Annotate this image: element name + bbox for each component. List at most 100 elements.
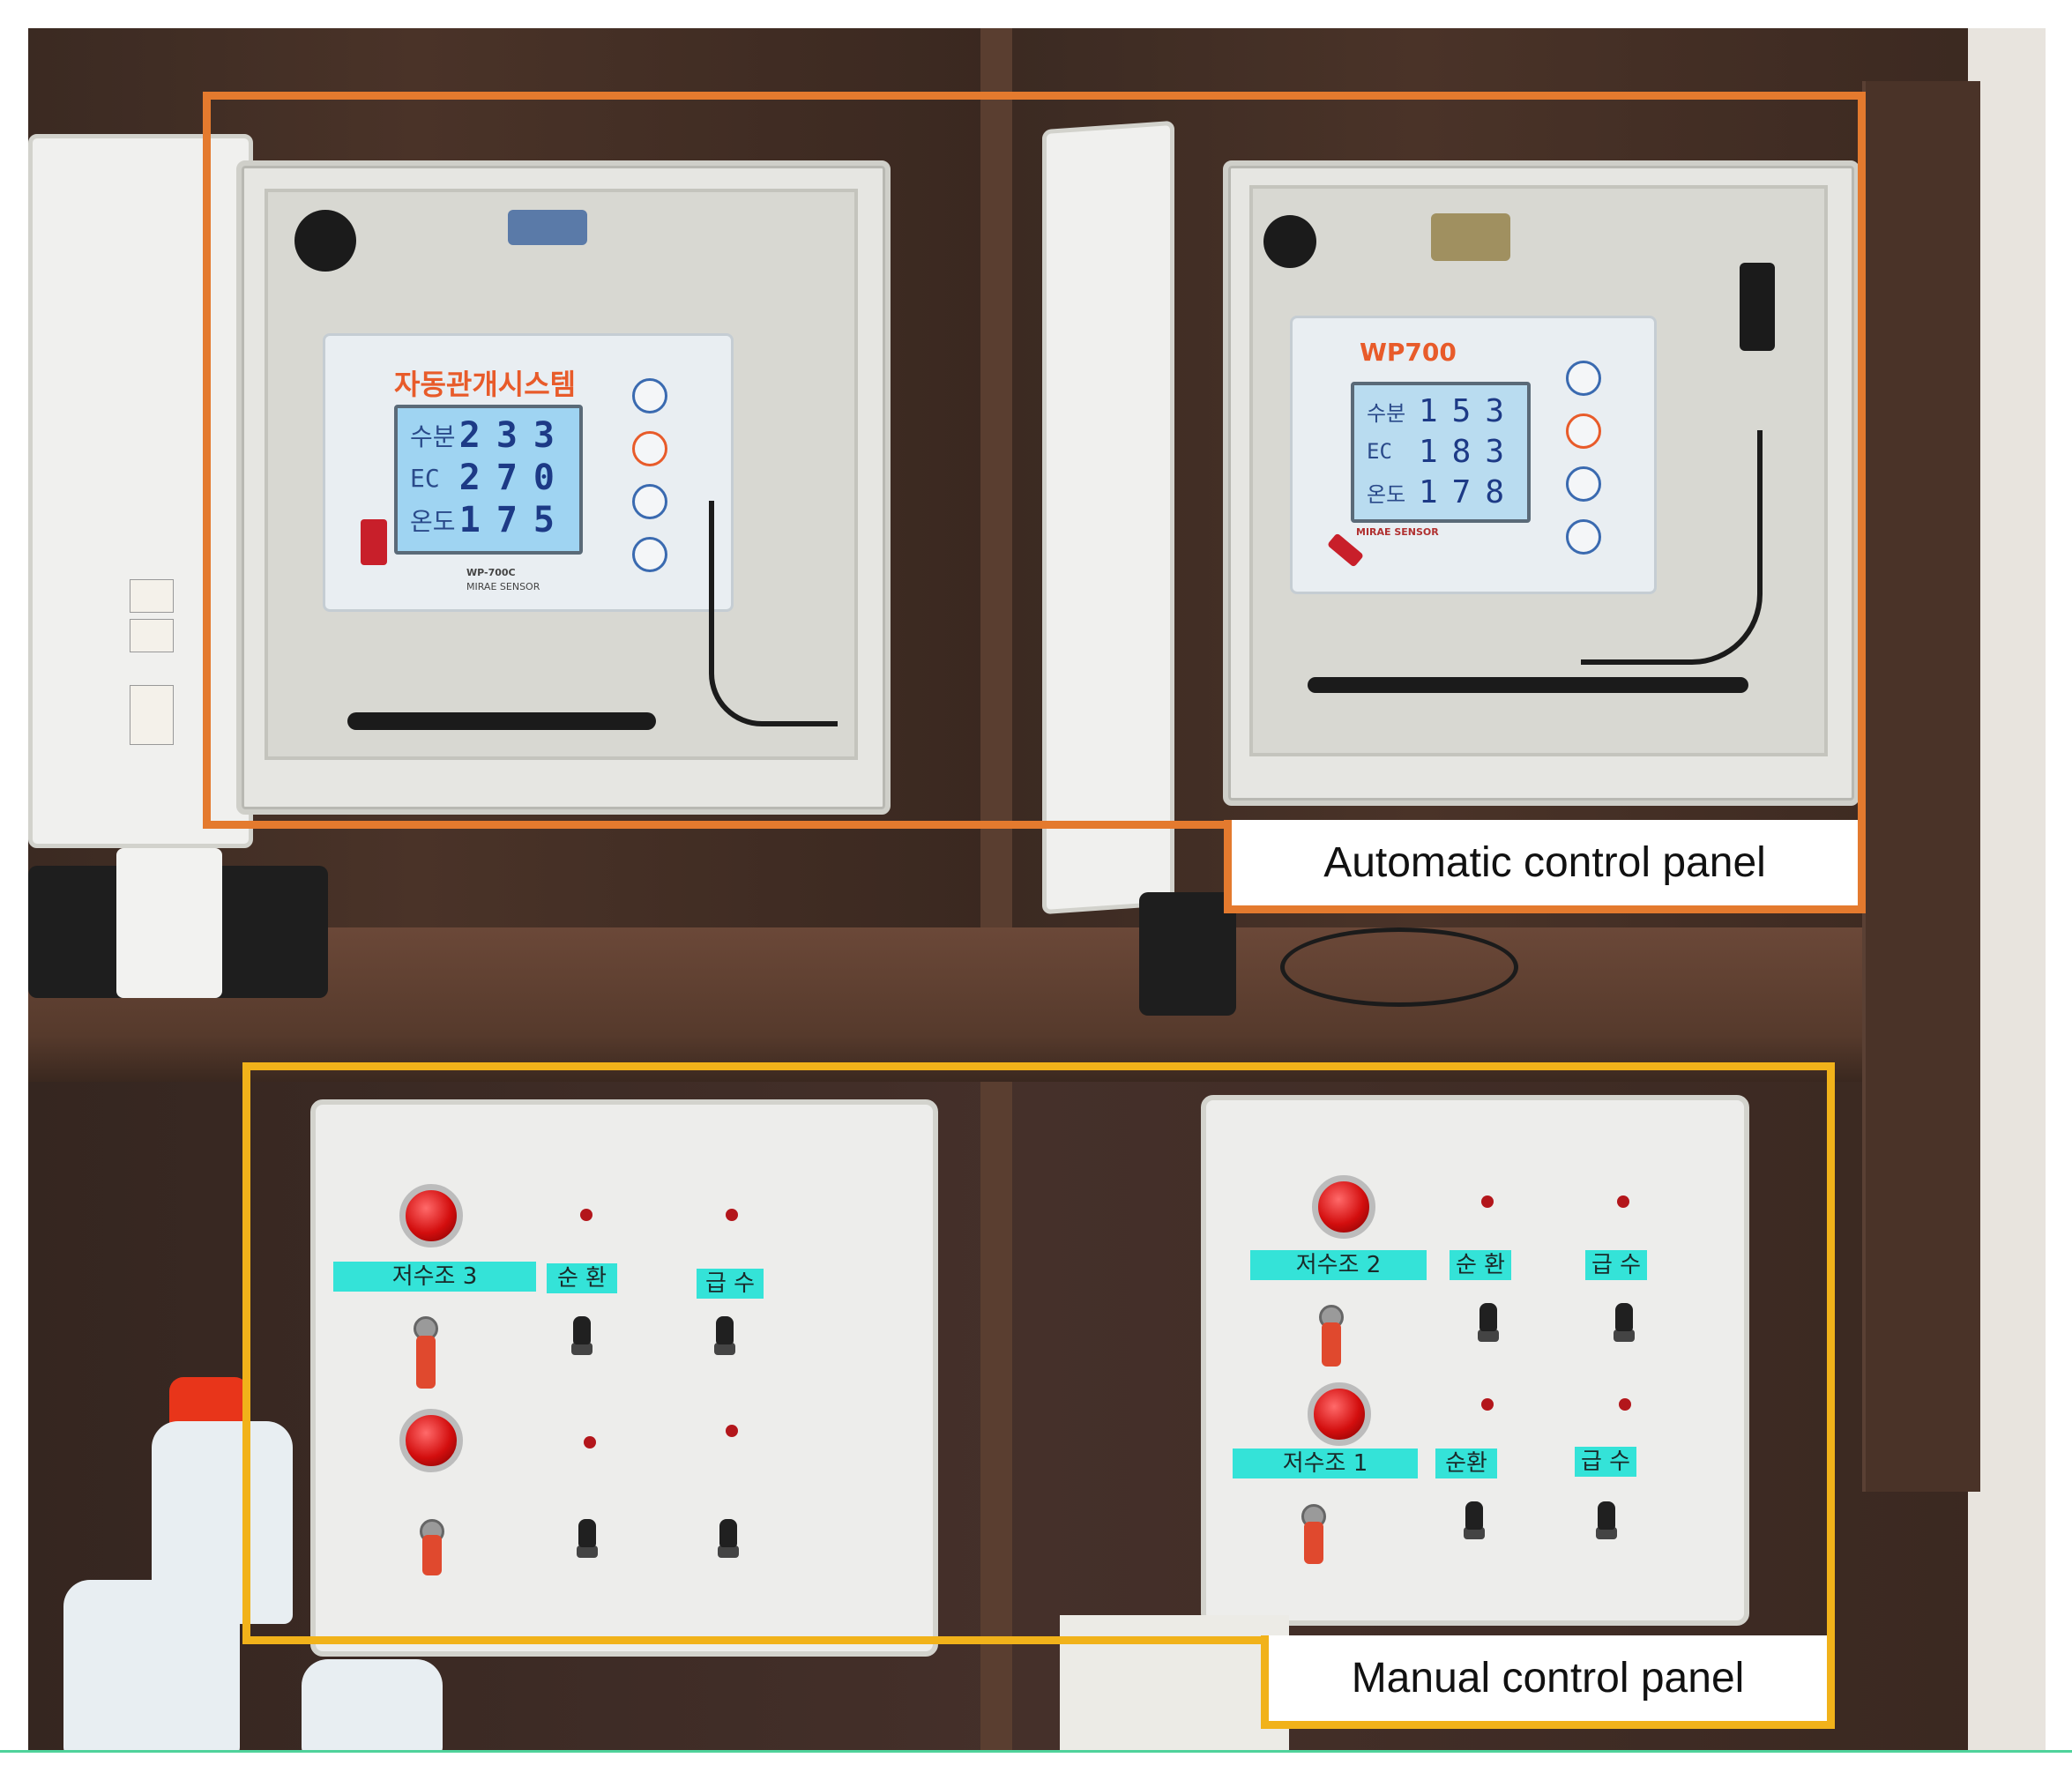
- supply-label: 급 수: [1575, 1447, 1636, 1477]
- reading-row: 수분 153: [1367, 391, 1518, 431]
- antenna: [294, 210, 356, 272]
- cabinet-door-edge: [1862, 81, 1980, 1492]
- power-adapter-white: [116, 848, 222, 998]
- toggle-base: [577, 1545, 598, 1558]
- controller-device-2: WP700 수분 153 EC 183 온도 178 MIRAE SENSO: [1290, 316, 1657, 594]
- toggle-base: [571, 1343, 593, 1355]
- coiled-cable: [1280, 927, 1518, 1007]
- reading-label: EC: [410, 463, 440, 493]
- automatic-enclosure-1: 자동관개시스템 수분 233 EC 270 온도 175 WP-700C: [236, 160, 891, 815]
- bottom-rule: [0, 1750, 2072, 1753]
- cable: [1581, 430, 1763, 665]
- reading-value: 153: [1418, 392, 1518, 429]
- reading-row: EC 183: [1367, 431, 1518, 472]
- reading-value: 270: [458, 458, 570, 498]
- circulation-toggle-switch[interactable]: [573, 1316, 591, 1344]
- status-led: [584, 1436, 596, 1449]
- wall-right: [1968, 28, 2046, 1752]
- down-button[interactable]: [1566, 519, 1601, 555]
- tank-label: 저수조 1: [1233, 1449, 1418, 1478]
- supply-toggle-switch[interactable]: [1598, 1501, 1615, 1530]
- cabinet-shelf: [28, 927, 1968, 1082]
- reading-value: 183: [1418, 433, 1518, 470]
- photo: 자동관개시스템 수분 233 EC 270 온도 175 WP-700C: [28, 28, 2046, 1752]
- supply-toggle-switch[interactable]: [719, 1519, 737, 1547]
- toggle-base: [1478, 1329, 1499, 1342]
- status-led: [1619, 1398, 1631, 1411]
- supply-toggle-switch[interactable]: [1615, 1303, 1633, 1331]
- device-brand: WP700: [1360, 338, 1457, 367]
- circulation-label: 순 환: [547, 1263, 617, 1293]
- circulation-label: 순 환: [1450, 1250, 1511, 1280]
- supply-toggle-switch[interactable]: [716, 1316, 734, 1344]
- usb-stick: [361, 519, 387, 565]
- indicator-lamp: [399, 1184, 463, 1247]
- tank-toggle-switch[interactable]: [1304, 1522, 1323, 1564]
- connector-block: [1431, 213, 1510, 261]
- status-led: [726, 1209, 738, 1221]
- enclosure-lid-left: [28, 134, 253, 848]
- device-maker: MIRAE SENSOR: [466, 581, 540, 592]
- reading-value: 175: [458, 500, 570, 540]
- status-led: [726, 1425, 738, 1437]
- tank-toggle-switch[interactable]: [1322, 1322, 1341, 1367]
- confirm-button[interactable]: [632, 431, 667, 466]
- toggle-base: [1464, 1527, 1485, 1539]
- indicator-lamp: [1312, 1175, 1375, 1239]
- power-adapter: [1139, 892, 1236, 1016]
- menu-button[interactable]: [632, 378, 667, 413]
- cable: [709, 501, 838, 726]
- toggle-base: [714, 1343, 735, 1355]
- device-maker: MIRAE SENSOR: [1356, 526, 1439, 538]
- down-button[interactable]: [632, 537, 667, 572]
- tank-toggle-switch[interactable]: [416, 1336, 436, 1389]
- indicator-lamp: [399, 1409, 463, 1472]
- bottle: [302, 1659, 443, 1752]
- indicator-lamp: [1308, 1382, 1371, 1446]
- controller-device-1: 자동관개시스템 수분 233 EC 270 온도 175 WP-700C: [323, 333, 734, 612]
- automatic-panel-highlight-box: [203, 92, 1866, 829]
- reading-value: 178: [1418, 473, 1518, 510]
- tank-label: 저수조 3: [333, 1262, 536, 1292]
- sticker: [130, 685, 174, 745]
- reading-label: EC: [1367, 439, 1392, 464]
- circulation-toggle-switch[interactable]: [1479, 1303, 1497, 1331]
- reading-row: 수분 233: [410, 415, 570, 456]
- relay-module: [1740, 263, 1775, 351]
- up-button[interactable]: [632, 484, 667, 519]
- lcd-screen: 수분 233 EC 270 온도 175: [394, 405, 583, 555]
- reading-row: 온도 178: [1367, 472, 1518, 512]
- automatic-panel-caption: Automatic control panel: [1224, 820, 1866, 913]
- manual-panel-caption: Manual control panel: [1261, 1635, 1835, 1729]
- manual-enclosure-1: 저수조 3 순 환 급 수: [310, 1099, 938, 1657]
- manual-enclosure-2: 저수조 2 순 환 급 수 저수조 1 순환 급 수: [1201, 1095, 1749, 1626]
- tank-toggle-switch[interactable]: [422, 1535, 442, 1575]
- circulation-label: 순환: [1435, 1449, 1497, 1478]
- device-brand: 자동관개시스템: [394, 368, 577, 401]
- menu-button[interactable]: [1566, 361, 1601, 396]
- automatic-enclosure-2: WP700 수분 153 EC 183 온도 178 MIRAE SENSO: [1223, 160, 1860, 806]
- toggle-base: [1596, 1527, 1617, 1539]
- cable-bundle: [347, 712, 656, 730]
- status-led: [1617, 1195, 1629, 1208]
- circulation-toggle-switch[interactable]: [1465, 1501, 1483, 1530]
- cable-bundle: [1308, 677, 1748, 693]
- bottle: [152, 1421, 293, 1624]
- supply-label: 급 수: [697, 1269, 764, 1299]
- reading-row: 온도 175: [410, 500, 570, 540]
- status-led: [1481, 1195, 1494, 1208]
- status-led: [1481, 1398, 1494, 1411]
- connector-block: [508, 210, 587, 245]
- tank-label: 저수조 2: [1250, 1250, 1427, 1280]
- reading-value: 233: [458, 415, 570, 456]
- lcd-screen: 수분 153 EC 183 온도 178: [1351, 382, 1531, 523]
- reading-label: 온도: [410, 507, 456, 536]
- toggle-base: [1614, 1329, 1635, 1342]
- toggle-base: [718, 1545, 739, 1558]
- sticker: [130, 619, 174, 652]
- circulation-toggle-switch[interactable]: [578, 1519, 596, 1547]
- antenna: [1263, 215, 1316, 268]
- device-model: WP-700C: [466, 567, 516, 578]
- reading-label: 수분: [410, 422, 456, 451]
- reading-label: 수분: [1367, 400, 1406, 426]
